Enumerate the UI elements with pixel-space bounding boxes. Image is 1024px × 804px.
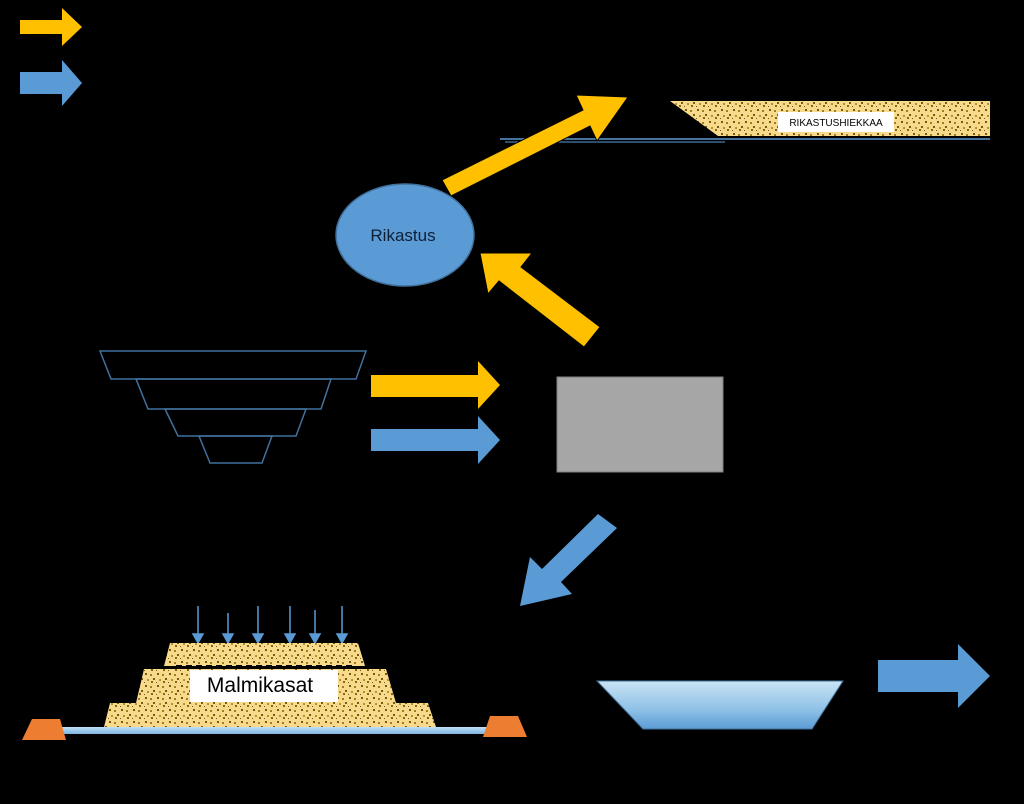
pit-bench-2 bbox=[134, 378, 333, 410]
sprinkler-arrow bbox=[221, 613, 235, 645]
collection-pond bbox=[595, 680, 844, 730]
liner-pad-left bbox=[22, 719, 66, 740]
sprinkler-arrow bbox=[283, 606, 297, 645]
sprinkler-arrows bbox=[191, 606, 349, 645]
heap-tier-top bbox=[164, 643, 365, 666]
arrow-plant-to-rikastus bbox=[479, 252, 601, 348]
tailings-label-box bbox=[778, 112, 894, 132]
arrow-pond-outflow bbox=[878, 644, 990, 708]
legend-blue-arrow bbox=[20, 60, 82, 106]
heap-label-box bbox=[190, 670, 338, 702]
arrow-rikastus-to-tailings bbox=[441, 94, 629, 197]
rikastus-node: Rikastus bbox=[335, 183, 475, 287]
sprinkler-arrow bbox=[335, 606, 349, 645]
arrow-plant-to-heaps bbox=[520, 514, 617, 606]
pit-bench-1 bbox=[98, 350, 368, 380]
heap-tier-bottom bbox=[104, 703, 436, 727]
legend bbox=[20, 8, 82, 106]
arrow-pit-to-plant-yellow bbox=[371, 361, 500, 409]
heap-liner bbox=[60, 727, 492, 734]
processing-plant-box bbox=[556, 376, 724, 473]
pit-bench-3 bbox=[163, 408, 308, 437]
open-pit bbox=[98, 350, 368, 464]
tailings-label: RIKASTUSHIEKKAA bbox=[789, 118, 883, 129]
sprinkler-arrow bbox=[308, 610, 322, 645]
heap-label: Malmikasat bbox=[207, 674, 313, 697]
rikastus-ellipse bbox=[335, 183, 475, 287]
pit-bench-4 bbox=[197, 435, 274, 464]
liner-pad-right bbox=[483, 716, 527, 737]
rikastus-label: Rikastus bbox=[370, 226, 435, 245]
tailings-area: RIKASTUSHIEKKAA bbox=[500, 101, 990, 143]
sprinkler-arrow bbox=[191, 606, 205, 645]
sprinkler-arrow bbox=[251, 606, 265, 645]
legend-yellow-arrow bbox=[20, 8, 82, 46]
heap-leach-area: Malmikasat bbox=[22, 606, 527, 740]
arrow-pit-to-plant-blue bbox=[371, 416, 500, 464]
